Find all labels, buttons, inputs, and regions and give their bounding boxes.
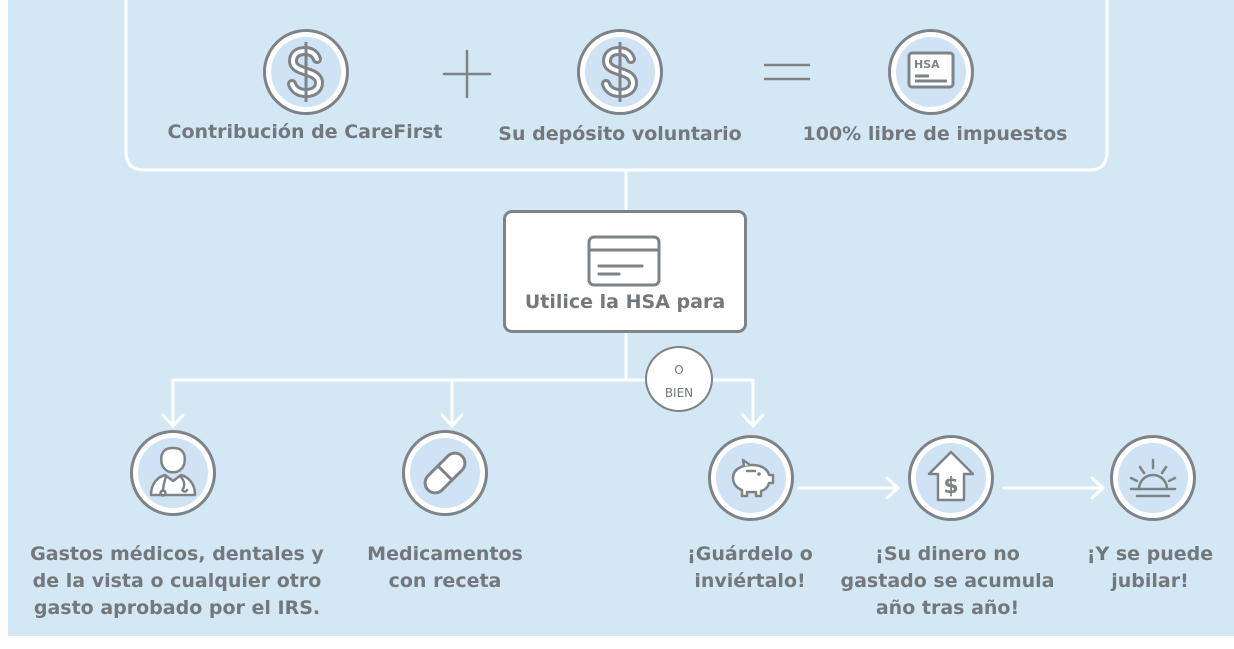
bien-text: BIEN [664,386,694,400]
accumulate-label: ¡Su dinero no gastado se acumula año tra… [840,543,1055,619]
carefirst-dollar-circle [263,29,349,115]
savings-circle [708,435,794,521]
use-hsa-label: Utilice la HSA para [524,291,726,313]
medical-expenses-label: Gastos médicos, dentales y de la vista o… [30,543,324,619]
or-bubble: O BIEN [645,346,713,412]
carefirst-contribution-label: Contribución de CareFirst [167,121,443,143]
dollar-house-arrow-icon: $ [927,450,975,502]
prescriptions-label: Medicamentos con receta [367,543,523,592]
svg-text:$: $ [943,474,958,499]
voluntary-deposit-label: Su depósito voluntario [498,123,742,145]
tax-free-label: 100% libre de impuestos [802,123,1068,145]
deposit-dollar-circle [577,29,663,115]
piggy-bank-icon [731,458,775,498]
hsa-card-text: HSA [914,58,940,71]
dollar-icon [287,42,325,102]
prescription-circle [402,430,488,516]
hsa-card-circle: HSA [888,29,974,115]
sunrise-icon [1129,458,1177,498]
pill-icon [423,451,467,495]
accumulate-circle: $ [908,435,994,521]
retire-label: ¡Y se puede jubilar! [1086,543,1214,592]
or-text: O [674,363,684,377]
medical-circle [130,430,216,516]
save-invest-label: ¡Guárdelo o inviértalo! [687,543,813,592]
credit-card-icon [587,235,661,287]
use-hsa-box: Utilice la HSA para [503,210,747,333]
doctor-icon [149,446,197,497]
dollar-icon [601,42,639,102]
hsa-card-icon: HSA [907,51,955,89]
retire-circle [1110,435,1196,521]
